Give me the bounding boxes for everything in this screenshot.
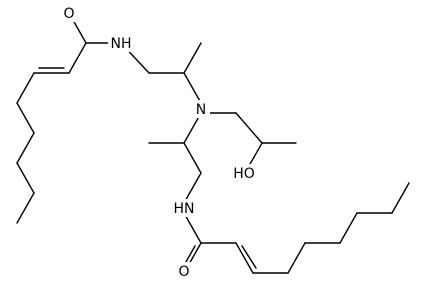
bond-double-inner (241, 245, 257, 269)
bond (183, 212, 202, 244)
bond (16, 132, 35, 164)
bond (183, 142, 202, 174)
bond (16, 102, 35, 134)
bond (16, 162, 35, 194)
bond (183, 72, 202, 104)
atom-nh-top: NH (111, 36, 132, 52)
bond (235, 112, 263, 144)
atom-hydroxyl: HO (233, 166, 255, 182)
bond (16, 192, 35, 224)
atom-oxygen-top: O (63, 6, 74, 22)
bond (235, 242, 254, 274)
bond (68, 42, 87, 74)
bond (391, 182, 410, 214)
bond (183, 42, 202, 74)
bond (339, 212, 358, 244)
atom-oxygen-bottom: O (178, 264, 189, 280)
atom-hn-bottom: HN (174, 201, 195, 217)
bond (287, 242, 306, 274)
bond (183, 172, 202, 204)
atom-nitrogen-center: N (196, 102, 206, 118)
bond (16, 72, 35, 104)
